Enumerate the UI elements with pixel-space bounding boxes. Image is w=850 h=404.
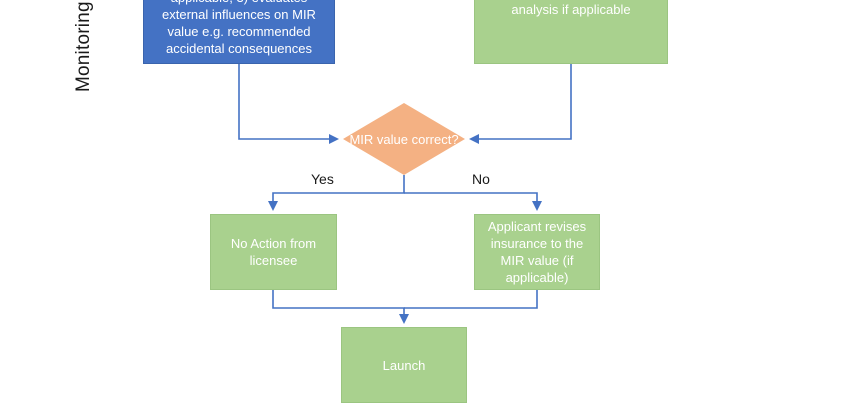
connector-decision-yes [268,175,405,211]
decision-label: MIR value correct? [349,131,459,147]
connector-no-action-to-launch [272,290,409,324]
connector-decision-no [404,192,542,211]
launch-box: Launch [341,327,467,403]
connector-revise-to-launch [404,290,538,309]
no-action-box: No Action from licensee [210,214,337,290]
no-branch-label: No [472,171,490,187]
revise-insurance-box: Applicant revises insurance to the MIR v… [474,214,600,290]
connector-top-right-to-decision [469,64,572,144]
yes-branch-label: Yes [311,171,334,187]
connector-top-left-to-decision [238,64,339,144]
analysis-box: analysis if applicable [474,0,668,64]
decision-diamond [343,103,465,175]
evaluation-process-box: applicable, 3) evaluates external influe… [143,0,335,64]
